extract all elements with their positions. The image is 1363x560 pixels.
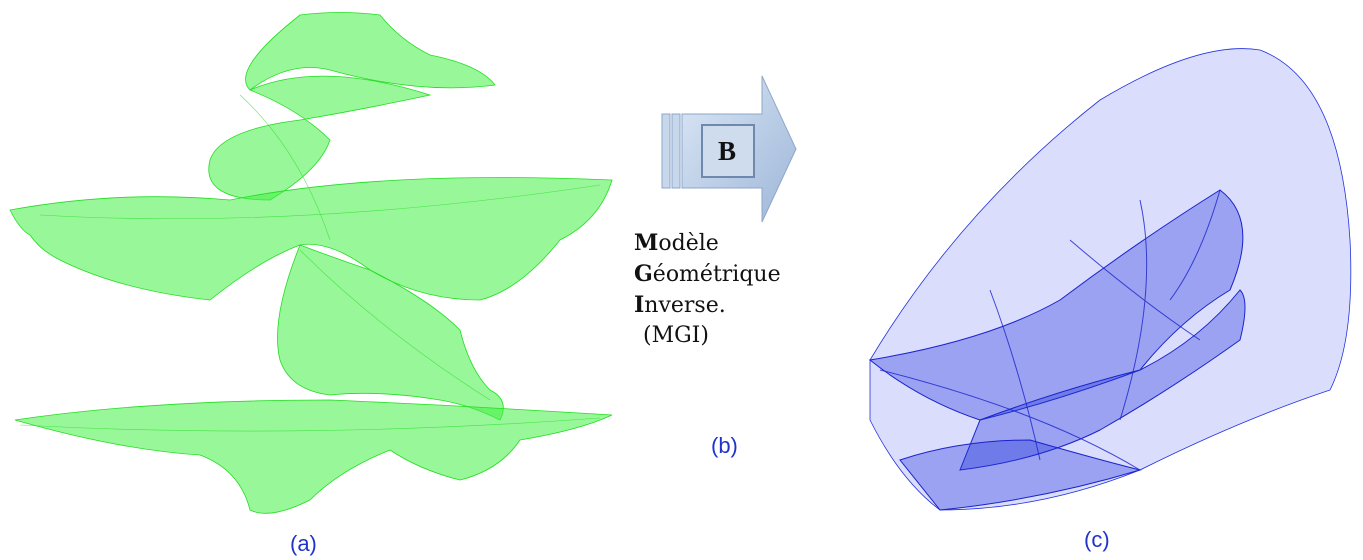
arrow-letter: B [717, 136, 736, 166]
caption-a: (a) [290, 531, 317, 556]
arrow-icon [661, 75, 797, 223]
model-line-4: (MGI) [643, 323, 709, 348]
model-line-2: Géométrique [634, 261, 781, 287]
model-line-1: Modèle [634, 230, 719, 256]
model-label: Modèle Géométrique Inverse. (MGI) [634, 228, 824, 351]
caption-b: (b) [711, 433, 738, 458]
caption-c: (c) [1084, 527, 1110, 552]
model-line-3: Inverse. [634, 292, 726, 318]
workspace-surface-blue [868, 48, 1352, 511]
workspace-surface-green [9, 12, 613, 514]
